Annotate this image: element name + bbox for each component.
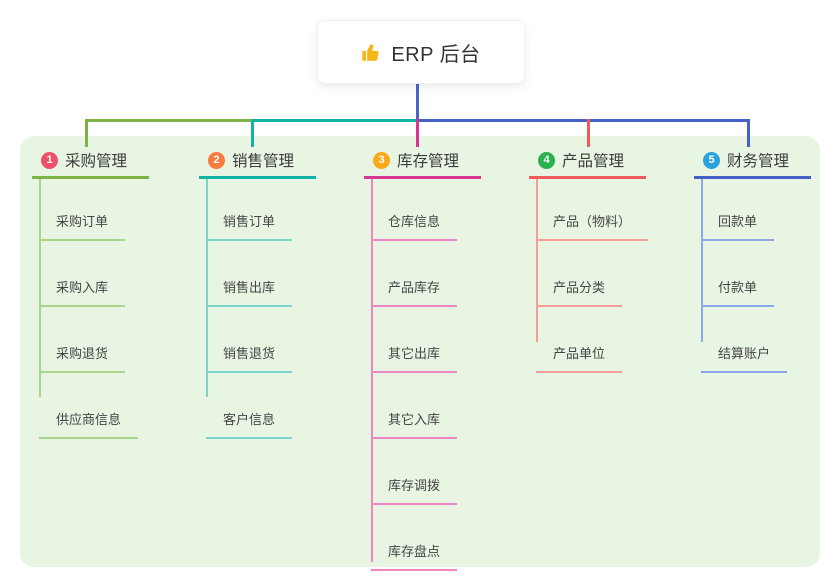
node-chanpin-fenlei[interactable]: 产品分类 bbox=[536, 241, 623, 307]
node-fukuan-dan[interactable]: 付款单 bbox=[701, 241, 775, 307]
branch-3-header[interactable]: 3 库存管理 bbox=[373, 149, 459, 171]
branch-1-underline bbox=[32, 176, 149, 179]
root-label: ERP 后台 bbox=[391, 43, 481, 66]
branch-3-drop-line bbox=[416, 119, 419, 147]
root-node[interactable]: ERP 后台 bbox=[317, 20, 525, 84]
branches-panel bbox=[20, 136, 820, 567]
node-qita-ruku[interactable]: 其它入库 bbox=[371, 373, 458, 439]
node-qita-chuku[interactable]: 其它出库 bbox=[371, 307, 458, 373]
branch-3-badge: 3 bbox=[373, 151, 390, 169]
branch-5-underline bbox=[694, 176, 811, 179]
bus-segment-branch-5 bbox=[416, 119, 750, 122]
branch-1-children: 采购订单 采购入库 采购退货 供应商信息 bbox=[39, 175, 139, 439]
branch-4-trunk-line bbox=[536, 179, 538, 342]
node-xiaoshou-tuihuo[interactable]: 销售退货 bbox=[206, 307, 293, 373]
node-gongyingshang-xinxi[interactable]: 供应商信息 bbox=[39, 373, 139, 439]
branch-2-underline bbox=[199, 176, 316, 179]
node-kucun-diaobo[interactable]: 库存调拨 bbox=[371, 439, 458, 505]
branch-4-header[interactable]: 4 产品管理 bbox=[538, 149, 624, 171]
thumbs-up-icon bbox=[361, 42, 382, 63]
branch-3-underline bbox=[364, 176, 481, 179]
branch-4-underline bbox=[529, 176, 646, 179]
node-chanpin-danwei[interactable]: 产品单位 bbox=[536, 307, 623, 373]
branch-3-title: 库存管理 bbox=[397, 153, 460, 170]
node-chanpin-kucun[interactable]: 产品库存 bbox=[371, 241, 458, 307]
branch-1-trunk-line bbox=[39, 179, 41, 397]
branch-2-badge: 2 bbox=[208, 151, 225, 169]
branch-2-trunk-line bbox=[206, 179, 208, 397]
branch-5-trunk-line bbox=[701, 179, 703, 342]
node-xiaoshou-dingdan[interactable]: 销售订单 bbox=[206, 175, 293, 241]
node-kehu-xinxi[interactable]: 客户信息 bbox=[206, 373, 293, 439]
branch-5-children: 回款单 付款单 结算账户 bbox=[701, 175, 788, 373]
branch-4-drop-line bbox=[587, 119, 590, 147]
root-connector-line bbox=[416, 82, 419, 121]
branch-2-drop-line bbox=[251, 119, 254, 147]
branch-3-children: 仓库信息 产品库存 其它出库 其它入库 库存调拨 库存盘点 出库库明细 bbox=[371, 175, 470, 588]
node-caigou-tuihuo[interactable]: 采购退货 bbox=[39, 307, 126, 373]
node-caigou-dingdan[interactable]: 采购订单 bbox=[39, 175, 126, 241]
node-jiesuan-zhanghu[interactable]: 结算账户 bbox=[701, 307, 788, 373]
bus-segment-branch-2 bbox=[251, 119, 419, 122]
bus-segment-branch-1 bbox=[85, 119, 253, 122]
branch-5-drop-line bbox=[747, 119, 750, 147]
branch-4-badge: 4 bbox=[538, 151, 555, 169]
node-xiaoshou-chuku[interactable]: 销售出库 bbox=[206, 241, 293, 307]
branch-5-badge: 5 bbox=[703, 151, 720, 169]
branch-3-trunk-line bbox=[371, 179, 373, 562]
branch-4-title: 产品管理 bbox=[562, 153, 625, 170]
node-chanpin-wuliao[interactable]: 产品（物料） bbox=[536, 175, 649, 241]
node-huikuan-dan[interactable]: 回款单 bbox=[701, 175, 775, 241]
branch-5-title: 财务管理 bbox=[727, 153, 790, 170]
node-kucun-pandian[interactable]: 库存盘点 bbox=[371, 505, 458, 571]
branch-1-header[interactable]: 1 采购管理 bbox=[41, 149, 127, 171]
branch-1-title: 采购管理 bbox=[65, 153, 128, 170]
node-caigou-ruku[interactable]: 采购入库 bbox=[39, 241, 126, 307]
branch-5-header[interactable]: 5 财务管理 bbox=[703, 149, 789, 171]
node-chuku-ku-mingxi[interactable]: 出库库明细 bbox=[371, 571, 470, 588]
branch-2-header[interactable]: 2 销售管理 bbox=[208, 149, 294, 171]
branch-1-badge: 1 bbox=[41, 151, 58, 169]
node-cangku-xinxi[interactable]: 仓库信息 bbox=[371, 175, 458, 241]
branch-4-children: 产品（物料） 产品分类 产品单位 bbox=[536, 175, 649, 373]
branch-1-drop-line bbox=[85, 119, 88, 147]
branch-2-title: 销售管理 bbox=[232, 153, 295, 170]
branch-2-children: 销售订单 销售出库 销售退货 客户信息 bbox=[206, 175, 293, 439]
